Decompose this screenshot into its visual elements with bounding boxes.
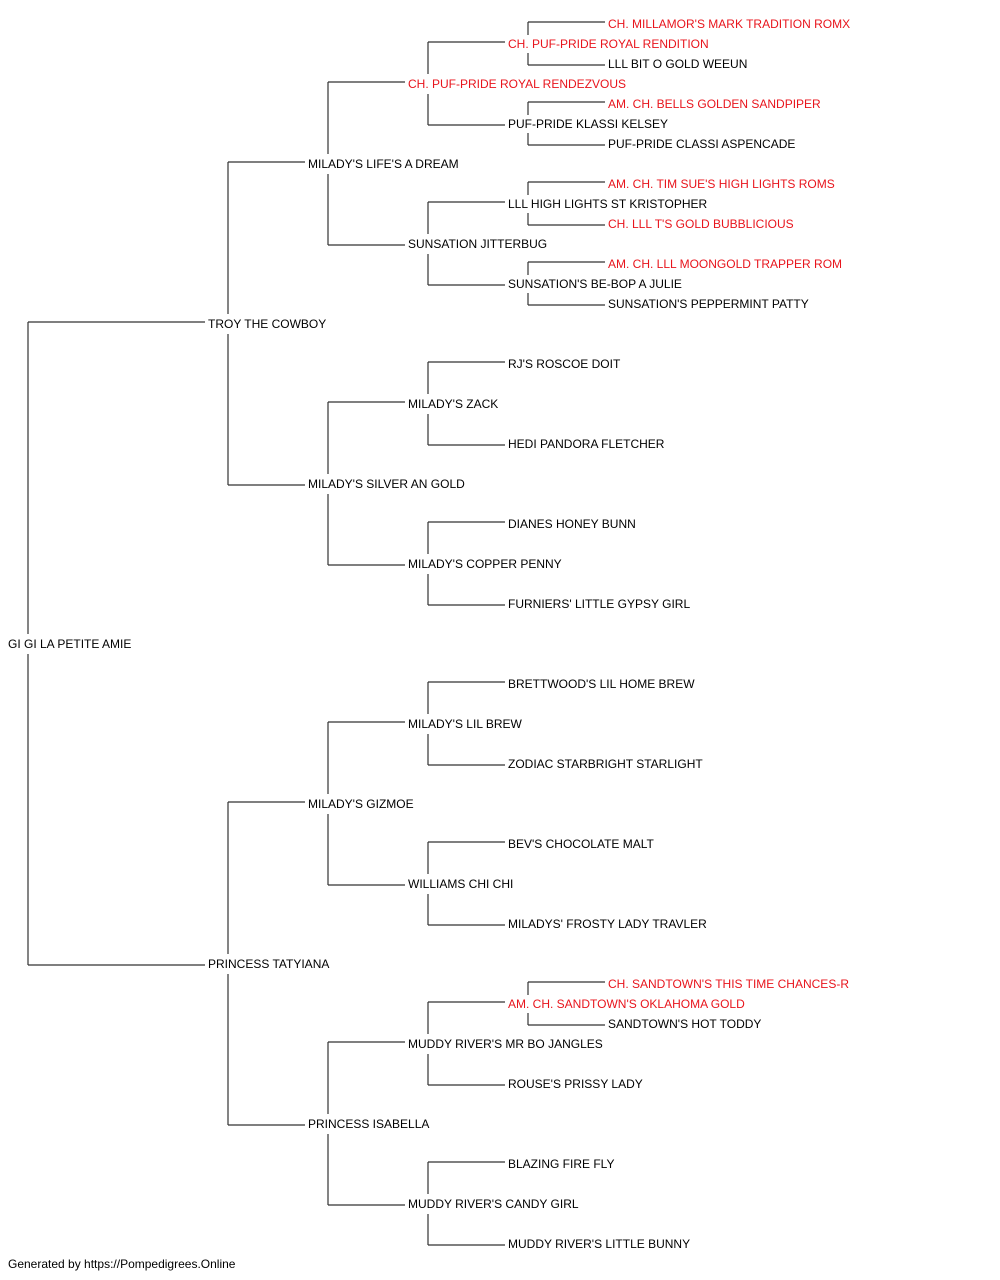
ancestor-name: SANDTOWN'S HOT TODDY bbox=[608, 1017, 764, 1031]
ancestor-name: MILADY'S LIL BREW bbox=[408, 717, 524, 731]
subject-dog-name: GI GI LA PETITE AMIE bbox=[8, 637, 134, 651]
sire-dam-name: MILADY'S SILVER AN GOLD bbox=[308, 477, 467, 491]
ancestor-name-champion: AM. CH. LLL MOONGOLD TRAPPER ROM bbox=[608, 257, 845, 271]
ancestor-name: MUDDY RIVER'S CANDY GIRL bbox=[408, 1197, 581, 1211]
ancestor-name: LLL HIGH LIGHTS ST KRISTOPHER bbox=[508, 197, 710, 211]
ancestor-name: ROUSE'S PRISSY LADY bbox=[508, 1077, 645, 1091]
ancestor-name: RJ'S ROSCOE DOIT bbox=[508, 357, 623, 371]
ancestor-name: SUNSATION'S PEPPERMINT PATTY bbox=[608, 297, 811, 311]
ancestor-name-champion: CH. MILLAMOR'S MARK TRADITION ROMX bbox=[608, 17, 853, 31]
ancestor-name-champion: AM. CH. BELLS GOLDEN SANDPIPER bbox=[608, 97, 823, 111]
ancestor-name: BRETTWOOD'S LIL HOME BREW bbox=[508, 677, 697, 691]
dam-name: PRINCESS TATYIANA bbox=[208, 957, 332, 971]
ancestor-name: MILADY'S COPPER PENNY bbox=[408, 557, 564, 571]
ancestor-name-champion: AM. CH. TIM SUE'S HIGH LIGHTS ROMS bbox=[608, 177, 837, 191]
sire-name: TROY THE COWBOY bbox=[208, 317, 329, 331]
ancestor-name: MILADY'S ZACK bbox=[408, 397, 501, 411]
ancestor-name: BEV'S CHOCOLATE MALT bbox=[508, 837, 656, 851]
ancestor-name: MUDDY RIVER'S LITTLE BUNNY bbox=[508, 1237, 693, 1251]
ancestor-name: BLAZING FIRE FLY bbox=[508, 1157, 617, 1171]
ancestor-name: HEDI PANDORA FLETCHER bbox=[508, 437, 667, 451]
ancestor-name: FURNIERS' LITTLE GYPSY GIRL bbox=[508, 597, 693, 611]
ancestor-name: SUNSATION JITTERBUG bbox=[408, 237, 550, 251]
generated-by-footer: Generated by https://Pompedigrees.Online bbox=[8, 1257, 236, 1271]
ancestor-name-champion: CH. SANDTOWN'S THIS TIME CHANCES-R bbox=[608, 977, 851, 991]
ancestor-name: SUNSATION'S BE-BOP A JULIE bbox=[508, 277, 684, 291]
dam-dam-name: PRINCESS ISABELLA bbox=[308, 1117, 432, 1131]
ancestor-name: WILLIAMS CHI CHI bbox=[408, 877, 516, 891]
dam-sire-name: MILADY'S GIZMOE bbox=[308, 797, 416, 811]
ancestor-name-champion: CH. LLL T'S GOLD BUBBLICIOUS bbox=[608, 217, 796, 231]
ancestor-name: PUF-PRIDE CLASSI ASPENCADE bbox=[608, 137, 798, 151]
ancestor-name: DIANES HONEY BUNN bbox=[508, 517, 638, 531]
ancestor-name-champion: CH. PUF-PRIDE ROYAL RENDEZVOUS bbox=[408, 77, 629, 91]
ancestor-name-champion: CH. PUF-PRIDE ROYAL RENDITION bbox=[508, 37, 711, 51]
ancestor-name: MILADYS' FROSTY LADY TRAVLER bbox=[508, 917, 709, 931]
ancestor-name-champion: AM. CH. SANDTOWN'S OKLAHOMA GOLD bbox=[508, 997, 747, 1011]
ancestor-name: ZODIAC STARBRIGHT STARLIGHT bbox=[508, 757, 705, 771]
ancestor-name: PUF-PRIDE KLASSI KELSEY bbox=[508, 117, 671, 131]
ancestor-name: LLL BIT O GOLD WEEUN bbox=[608, 57, 750, 71]
sire-sire-name: MILADY'S LIFE'S A DREAM bbox=[308, 157, 461, 171]
ancestor-name: MUDDY RIVER'S MR BO JANGLES bbox=[408, 1037, 605, 1051]
